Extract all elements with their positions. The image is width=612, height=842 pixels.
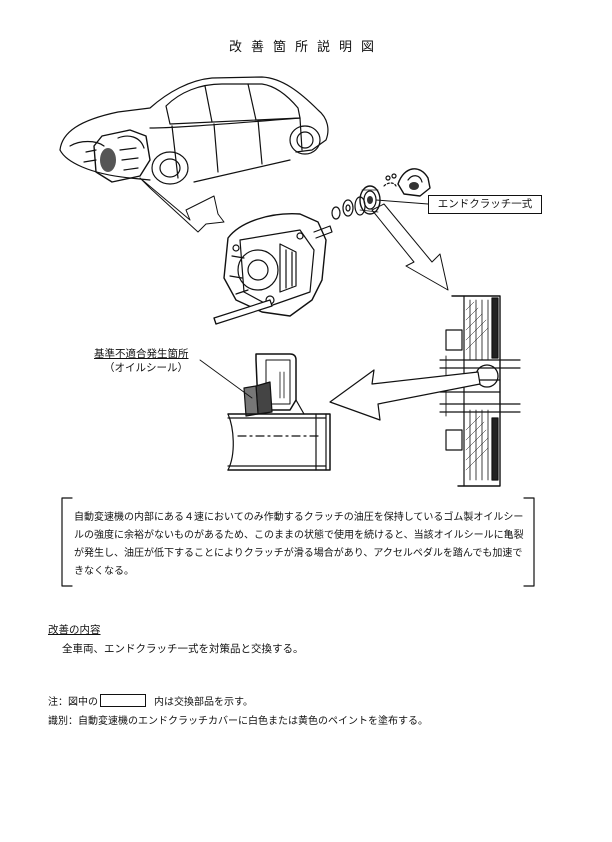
note-line: 注：図中の 内は交換部品を示す。 [48,693,253,708]
arrow-section-to-detail [329,369,481,421]
note-prefix: 注：図中の [48,697,98,708]
defect-label-title: 基準不適合発生箇所 [94,348,189,360]
arrow-car-to-transmission [139,177,225,233]
improvement-body: 全車両、エンドクラッチ一式を対策品と交換する。 [62,643,304,655]
transmission-drawing [213,213,333,325]
identification-line: 識別：自動変速機のエンドクラッチカバーに白色または黄色のペイントを塗布する。 [48,716,428,727]
note-suffix: 内は交換部品を示す。 [154,697,253,708]
oil-seal-detail [227,353,331,471]
defect-label-part: （オイルシール） [104,362,188,374]
clutch-cross-section [439,295,521,487]
arrow-clutch-to-section [371,203,449,291]
defect-description: 自動変速機の内部にある４速においてのみ作動するクラッチの油圧を保持しているゴム製… [74,512,524,577]
car-drawing [59,76,329,185]
page-title: 改善箇所説明図 [228,40,383,55]
defect-location-label: 基準不適合発生箇所 （オイルシール） [94,347,189,375]
end-clutch-callout: エンドクラッチ一式 [428,195,542,214]
replacement-box-swatch [100,694,146,707]
exploded-clutch-parts [331,168,431,220]
improvement-heading: 改善の内容 [48,624,101,636]
